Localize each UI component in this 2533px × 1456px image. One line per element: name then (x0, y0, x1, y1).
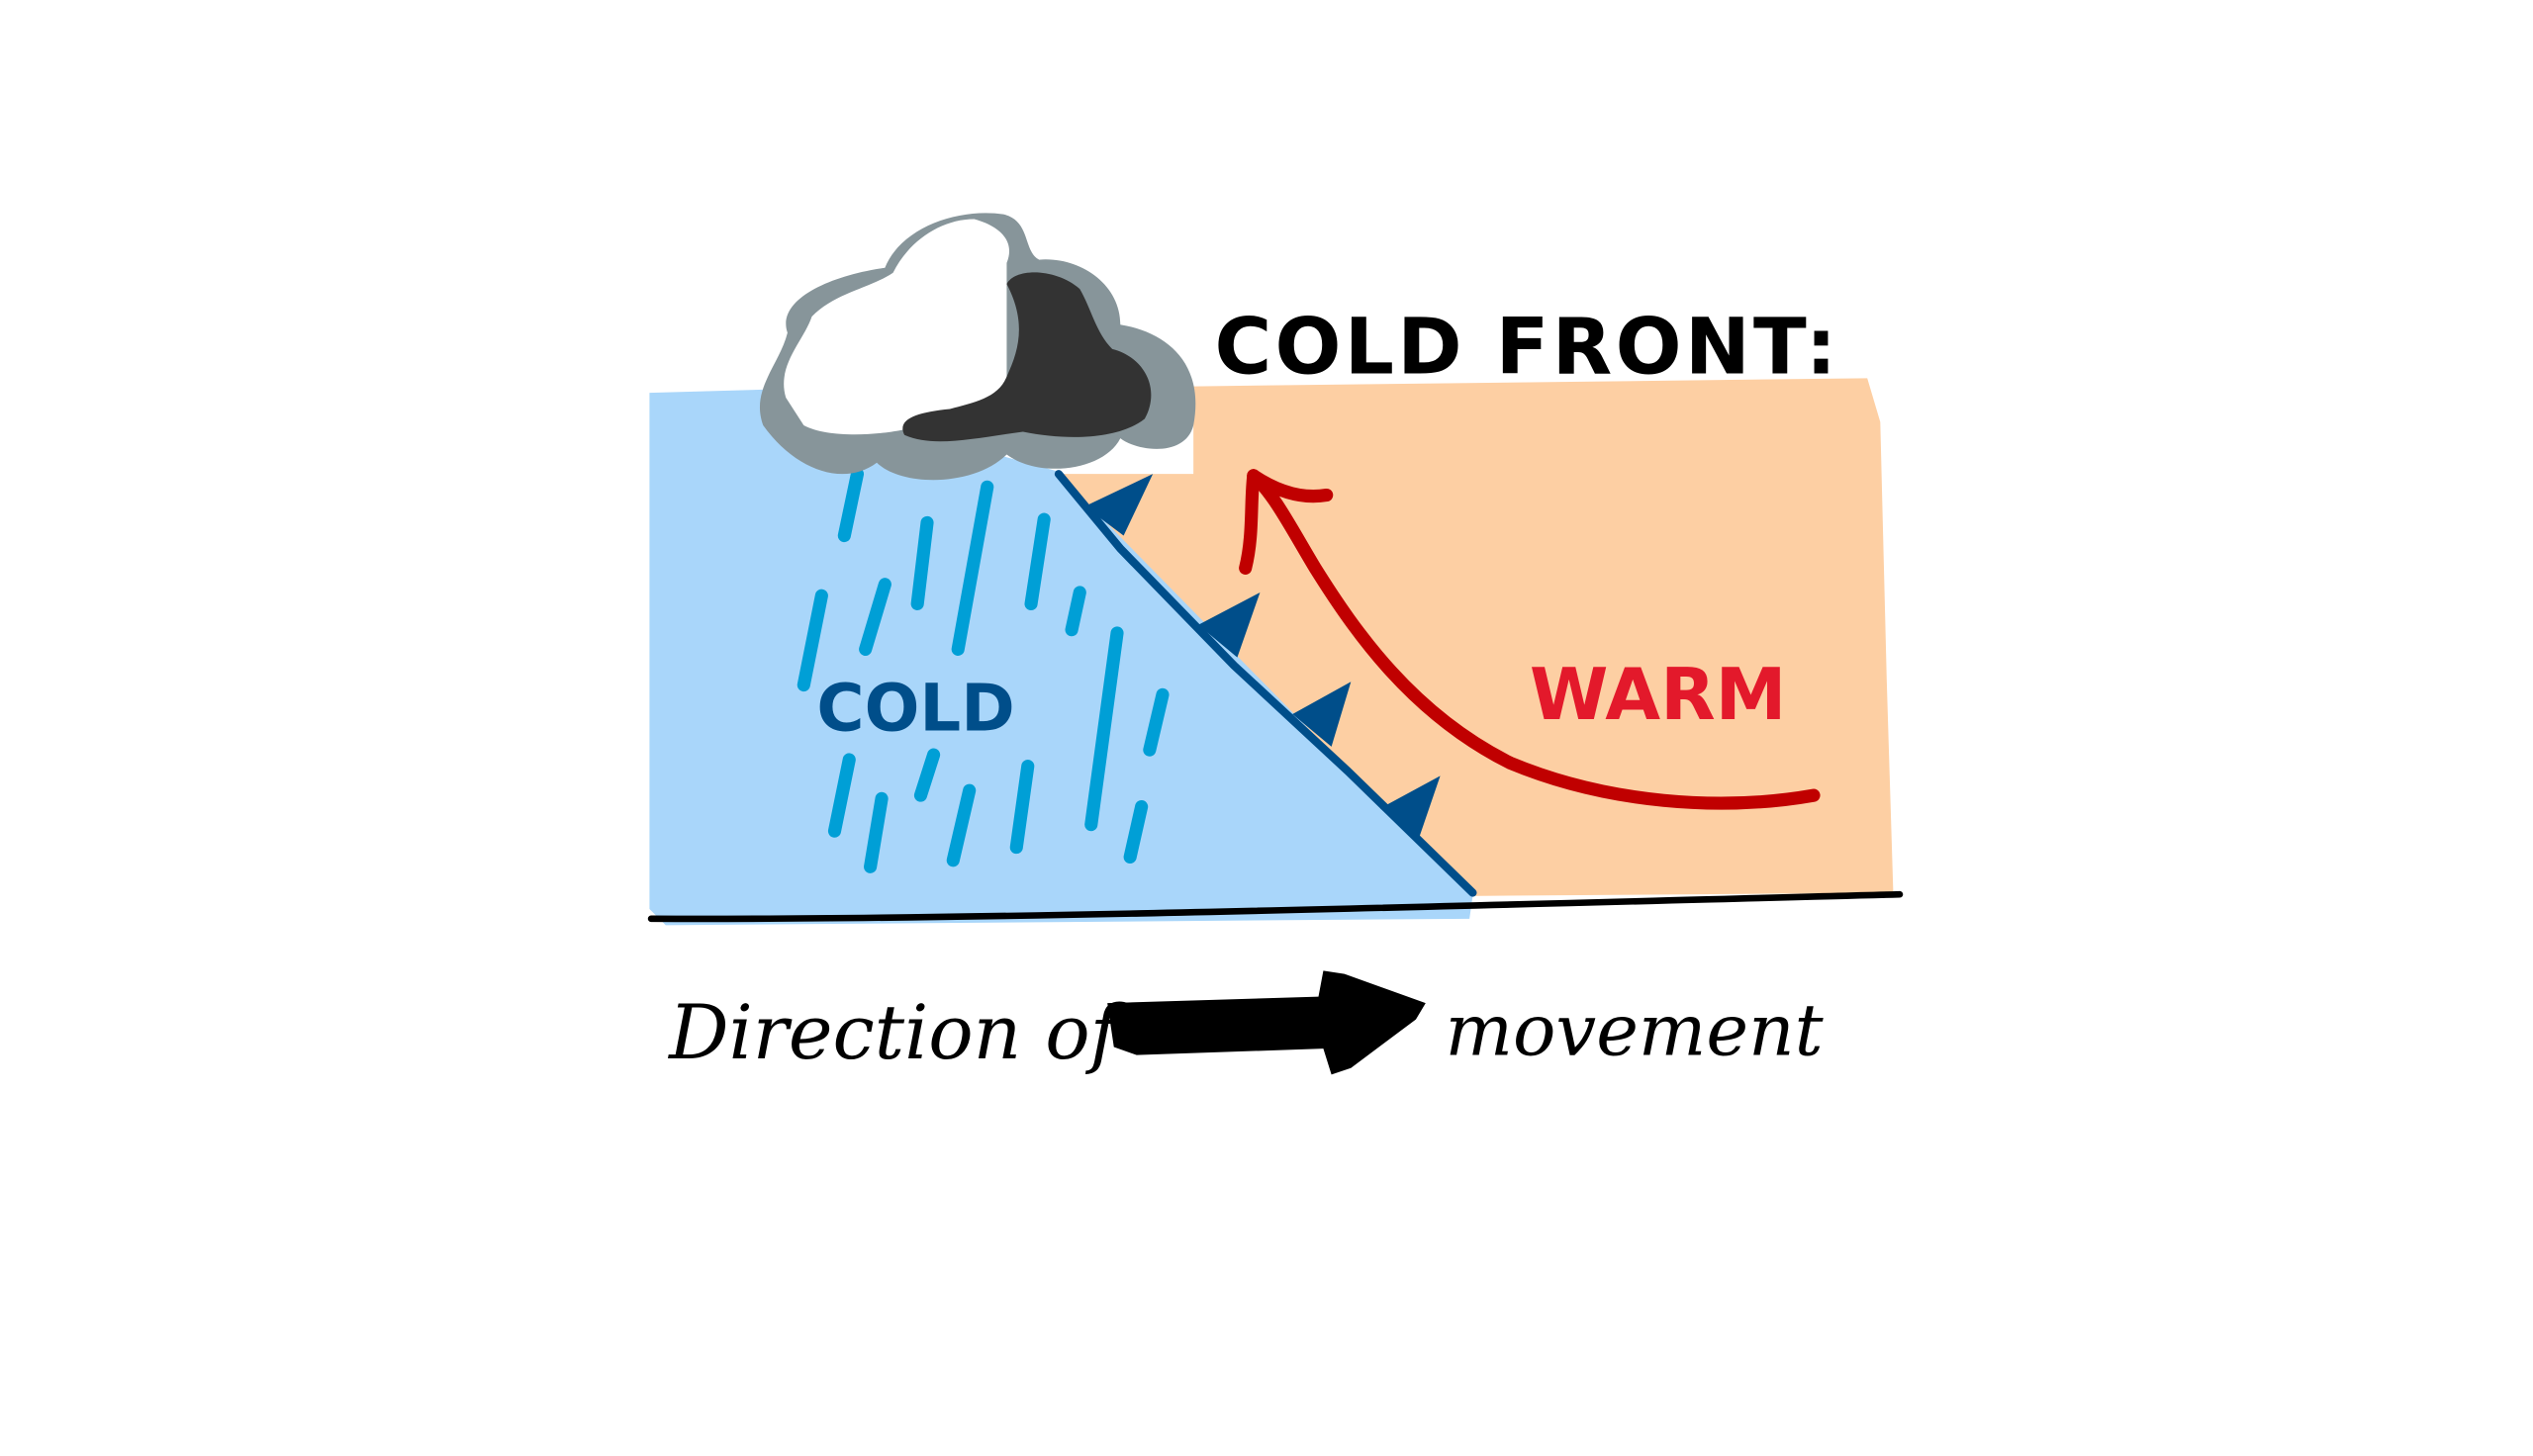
ground-line (647, 890, 1904, 923)
movement-arrow-icon (1107, 970, 1426, 1075)
warm-air-rising-arrow (1239, 469, 1821, 810)
cold-air-label: COLD (816, 671, 1014, 746)
direction-label: Direction of (667, 989, 1130, 1076)
cold-front-symbol (1054, 470, 1477, 897)
warm-air-label: WARM (1530, 654, 1787, 737)
cold-air-region (649, 389, 1473, 926)
rain-drops (797, 467, 1170, 873)
warm-air-region (1055, 378, 1894, 896)
movement-label: movement (1446, 990, 1825, 1073)
storm-cloud-icon (759, 213, 1196, 481)
diagram-title: COLD FRONT: (1214, 301, 1839, 392)
